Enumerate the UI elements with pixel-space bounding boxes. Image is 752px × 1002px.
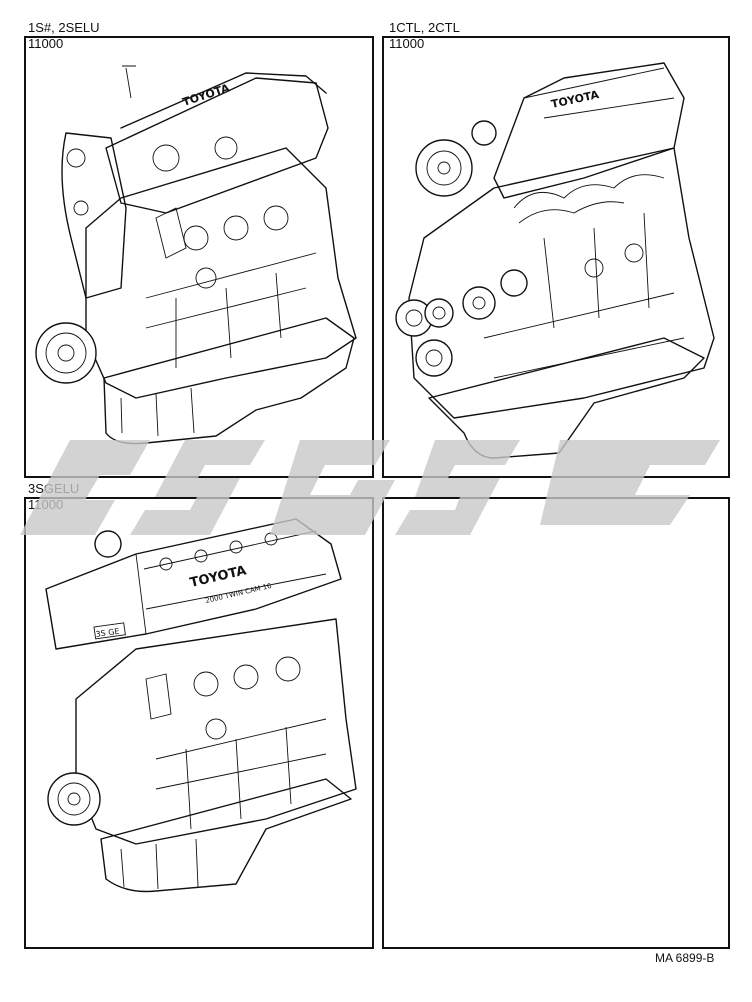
engine-assembly-illustration-icon: 3S GE TOYOTA 2000 TWIN CAM 16 <box>45 518 357 893</box>
panel-1s-2selu-engine: TOYOTA <box>24 36 374 478</box>
panel-empty <box>382 497 730 949</box>
panel1-model-label: 1S#, 2SELU <box>28 20 100 35</box>
panel2-brand-lettering: TOYOTA <box>550 88 601 111</box>
figure-code: MA 6899-B <box>655 951 715 965</box>
panel3-tag-text: 3S GE <box>95 627 120 639</box>
panel-3sgelu-engine: 3S GE TOYOTA 2000 TWIN CAM 16 <box>24 497 374 949</box>
panel3-model-label: 3SGELU <box>28 481 80 496</box>
panel2-model-label: 1CTL, 2CTL <box>389 20 460 35</box>
panel1-part-number: 11000 <box>28 36 64 51</box>
panel2-part-number: 11000 <box>389 36 425 51</box>
panel1-brand-lettering: TOYOTA <box>181 81 232 109</box>
engine-assembly-illustration-icon: TOYOTA <box>35 65 357 445</box>
panel-1ctl-2ctl-engine: TOYOTA <box>382 36 730 478</box>
engine-assembly-illustration-icon: TOYOTA <box>395 62 715 459</box>
panel3-brand-lettering: TOYOTA <box>189 563 248 591</box>
